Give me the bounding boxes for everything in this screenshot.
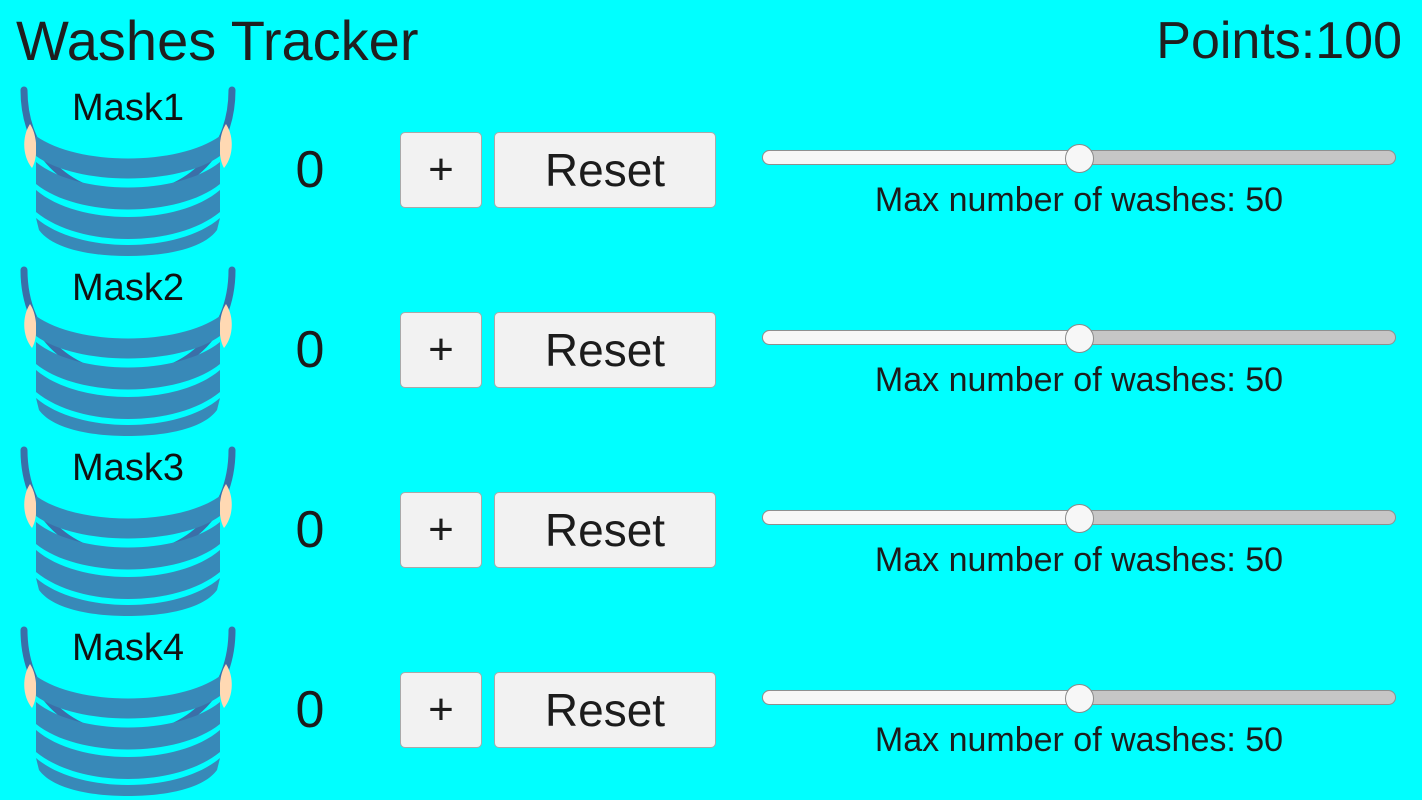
- row-buttons: + Reset: [400, 260, 716, 440]
- mask-icon-cell: Mask2: [8, 260, 248, 440]
- slider-thumb[interactable]: [1065, 324, 1094, 353]
- max-washes-slider-cell: Max number of washes: 50: [762, 260, 1396, 440]
- max-washes-caption: Max number of washes: 50: [874, 361, 1284, 399]
- mask-row: Mask1 0 + Reset Max number of washes: 50: [0, 80, 1422, 260]
- increment-button[interactable]: +: [400, 312, 482, 388]
- wash-count-cell: 0: [262, 80, 358, 260]
- wash-count-value: 0: [295, 321, 325, 379]
- app-header: Washes Tracker Points:100: [0, 0, 1422, 80]
- reset-button[interactable]: Reset: [494, 132, 716, 208]
- points-display: Points:100: [1156, 12, 1402, 70]
- max-washes-slider[interactable]: [762, 324, 1396, 353]
- wash-count-cell: 0: [262, 620, 358, 800]
- max-washes-caption: Max number of washes: 50: [874, 721, 1284, 759]
- max-washes-caption: Max number of washes: 50: [874, 181, 1284, 219]
- reset-button[interactable]: Reset: [494, 492, 716, 568]
- max-washes-slider[interactable]: [762, 504, 1396, 533]
- wash-count-value: 0: [295, 681, 325, 739]
- mask-row: Mask2 0 + Reset Max number of washes: 50: [0, 260, 1422, 440]
- slider-thumb[interactable]: [1065, 504, 1094, 533]
- page-title: Washes Tracker: [16, 9, 419, 72]
- slider-fill: [762, 330, 1079, 345]
- slider-fill: [762, 150, 1079, 165]
- slider-fill: [762, 510, 1079, 525]
- reset-button[interactable]: Reset: [494, 672, 716, 748]
- slider-thumb[interactable]: [1065, 144, 1094, 173]
- wash-count-cell: 0: [262, 260, 358, 440]
- wash-count-value: 0: [295, 501, 325, 559]
- row-buttons: + Reset: [400, 80, 716, 260]
- mask-rows-container: Mask1 0 + Reset Max number of washes: 50: [0, 80, 1422, 800]
- row-buttons: + Reset: [400, 440, 716, 620]
- max-washes-slider[interactable]: [762, 144, 1396, 173]
- max-washes-caption: Max number of washes: 50: [874, 541, 1284, 579]
- mask-row: Mask3 0 + Reset Max number of washes: 50: [0, 440, 1422, 620]
- increment-button[interactable]: +: [400, 672, 482, 748]
- face-mask-icon: [20, 266, 236, 436]
- mask-icon-cell: Mask1: [8, 80, 248, 260]
- increment-button[interactable]: +: [400, 132, 482, 208]
- slider-thumb[interactable]: [1065, 684, 1094, 713]
- reset-button[interactable]: Reset: [494, 312, 716, 388]
- face-mask-icon: [20, 446, 236, 616]
- mask-icon-cell: Mask4: [8, 620, 248, 800]
- slider-fill: [762, 690, 1079, 705]
- max-washes-slider-cell: Max number of washes: 50: [762, 80, 1396, 260]
- face-mask-icon: [20, 86, 236, 256]
- mask-icon-cell: Mask3: [8, 440, 248, 620]
- wash-count-cell: 0: [262, 440, 358, 620]
- wash-count-value: 0: [295, 141, 325, 199]
- max-washes-slider[interactable]: [762, 684, 1396, 713]
- increment-button[interactable]: +: [400, 492, 482, 568]
- row-buttons: + Reset: [400, 620, 716, 800]
- max-washes-slider-cell: Max number of washes: 50: [762, 620, 1396, 800]
- mask-row: Mask4 0 + Reset Max number of washes: 50: [0, 620, 1422, 800]
- face-mask-icon: [20, 626, 236, 796]
- max-washes-slider-cell: Max number of washes: 50: [762, 440, 1396, 620]
